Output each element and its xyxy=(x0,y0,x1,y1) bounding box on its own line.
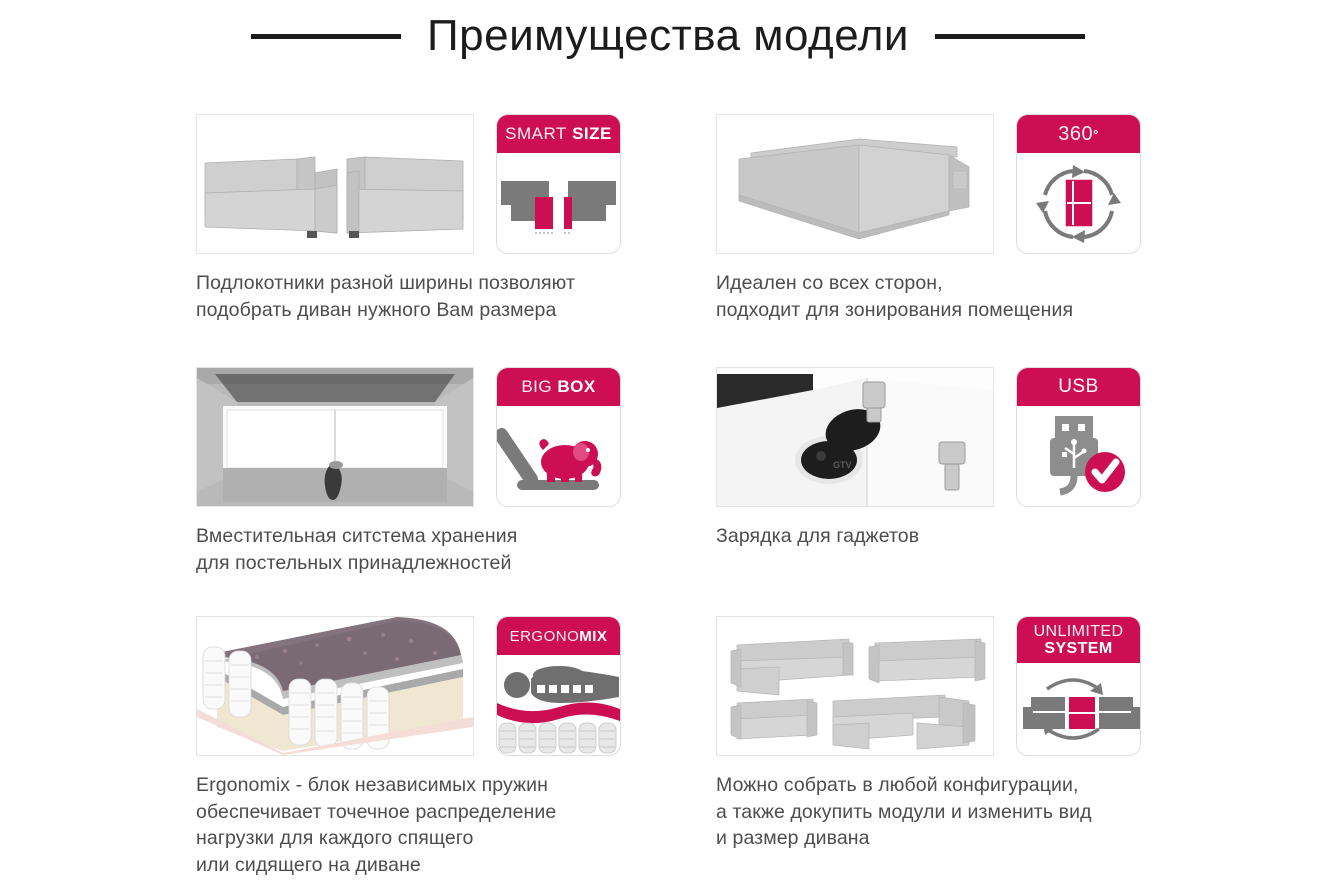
badge-icon-ergonomix xyxy=(497,655,620,756)
feature-card-unlimited-system: UNLIMITED SYSTEM xyxy=(716,616,1164,878)
badge-icon-360 xyxy=(1017,153,1140,253)
feature-media: 360° xyxy=(716,114,1164,254)
badge-icon-smart-size xyxy=(497,153,620,253)
badge-icon-usb xyxy=(1017,406,1140,507)
feature-media: BIG BOX xyxy=(196,367,644,508)
badge-label-light: 360 xyxy=(1058,122,1094,145)
grid-gutter xyxy=(644,114,716,323)
title-rule-left xyxy=(251,33,401,39)
feature-card-360: 360° xyxy=(716,114,1164,323)
badge-icon-unlimited-system xyxy=(1017,663,1140,756)
badge-title-360: 360° xyxy=(1017,115,1140,153)
badge-smart-size: SMART SIZE xyxy=(496,114,621,254)
photo-mattress-pocket-springs-cutaway xyxy=(196,616,474,757)
photo-pop-up-power-socket: GTV xyxy=(716,367,994,508)
badge-label-bold: BOX xyxy=(557,377,596,397)
badge-360: 360° xyxy=(1016,114,1141,254)
feature-caption: Идеален со всех сторон, подходит для зон… xyxy=(716,272,1074,321)
badge-usb: USB xyxy=(1016,367,1141,508)
badge-title-unlimited-system: UNLIMITED SYSTEM xyxy=(1017,617,1140,664)
badge-label-bold: ° xyxy=(1093,126,1099,142)
badge-label-light: ERGONO xyxy=(509,627,580,645)
badge-label-bold: SIZE xyxy=(572,124,612,143)
badge-title-smart-size: SMART SIZE xyxy=(497,115,620,153)
photo-storage-box-open xyxy=(196,367,474,508)
feature-media: SMART SIZE xyxy=(196,114,644,254)
photo-four-sofa-configurations xyxy=(716,616,994,757)
feature-caption: Зарядка для гаджетов xyxy=(716,525,920,548)
page-title-row: Преимущества модели xyxy=(0,11,1336,60)
badge-label-light: BIG xyxy=(521,377,553,397)
title-rule-right xyxy=(934,33,1085,39)
feature-card-smart-size: SMART SIZE xyxy=(196,114,644,323)
feature-caption: Ergonomix - блок независимых пружин обес… xyxy=(196,774,557,876)
badge-title-big-box: BIG BOX xyxy=(497,368,620,407)
badge-label-bold: USB xyxy=(1058,376,1099,398)
feature-caption: Можно собрать в любой конфигурации, а та… xyxy=(716,774,1092,850)
badge-label-light: UNLIMITED xyxy=(1033,622,1124,640)
feature-caption: Вместительная ситстема хранения для пост… xyxy=(196,525,518,574)
badge-label-bold: SYSTEM xyxy=(1044,640,1113,658)
photo-corner-sofa-back-view xyxy=(716,114,994,254)
svg-text:GTV: GTV xyxy=(833,460,852,470)
feature-card-usb: GTV USB xyxy=(716,367,1164,576)
badge-label-bold: MIX xyxy=(579,627,608,645)
feature-media: GTV USB xyxy=(716,367,1164,508)
badge-big-box: BIG BOX xyxy=(496,367,621,508)
features-grid: SMART SIZE xyxy=(196,114,1164,878)
feature-caption: Подлокотники разной ширины позволяют под… xyxy=(196,272,576,321)
badge-title-usb: USB xyxy=(1017,368,1140,407)
badge-icon-big-box xyxy=(497,406,620,507)
badge-unlimited-system: UNLIMITED SYSTEM xyxy=(1016,616,1141,757)
page-title: Преимущества модели xyxy=(427,11,909,60)
photo-two-sofa-armrests xyxy=(196,114,474,254)
feature-card-big-box: BIG BOX xyxy=(196,367,644,576)
badge-label-light: SMART xyxy=(505,124,567,143)
feature-media: UNLIMITED SYSTEM xyxy=(716,616,1164,757)
